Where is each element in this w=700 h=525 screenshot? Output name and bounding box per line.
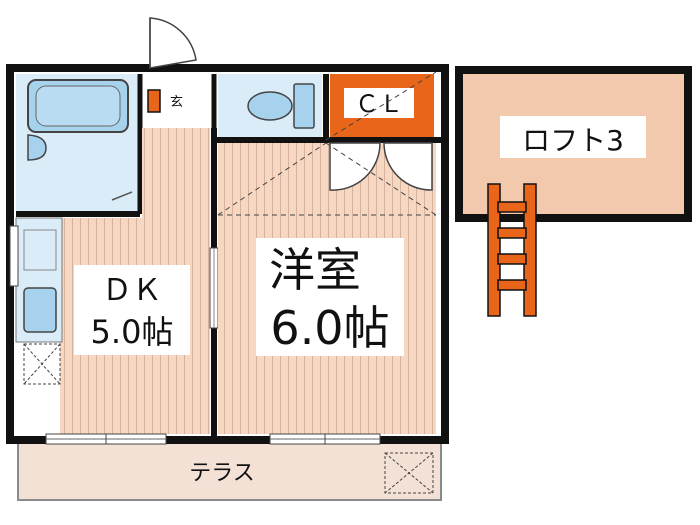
western-size: 6.0帖 (270, 301, 389, 355)
bathroom-door-line (111, 191, 133, 201)
terrace-storage-x-icon (384, 452, 434, 494)
loft-label: ロフト3 (522, 124, 624, 157)
dk-window-icon (45, 433, 167, 445)
kitchen-window-icon (9, 225, 19, 287)
dk-size: 5.0帖 (91, 313, 174, 351)
entry-door-swing-icon (149, 17, 197, 69)
loft-opening-dashed (217, 71, 437, 216)
terrace-floor (17, 442, 442, 501)
dk-name: ＤＫ (102, 273, 162, 308)
sliding-door-icon (209, 247, 219, 329)
bathtub-icon (27, 79, 129, 133)
stove-area (23, 229, 57, 271)
western-name: 洋室 (269, 243, 361, 297)
fridge-space-x-icon (23, 343, 61, 385)
dk-label-bg (74, 265, 190, 355)
closet-label-bg (344, 88, 414, 118)
closet-door-swing-icon-2 (329, 142, 433, 191)
western-label-bg (256, 238, 404, 356)
terrace-label: テラス (189, 461, 255, 486)
dk-floor-upper (142, 128, 210, 220)
wash-basin-icon (27, 134, 47, 161)
ladder-icon (487, 183, 537, 317)
entrance-label: 玄 (170, 95, 183, 110)
loft-label-bg (500, 116, 646, 158)
toilet-icon (247, 83, 315, 129)
western-window-icon (269, 433, 381, 445)
closet-label: ＣＬ (355, 90, 403, 118)
shoe-cabinet (147, 89, 161, 113)
sink-icon (23, 287, 57, 333)
